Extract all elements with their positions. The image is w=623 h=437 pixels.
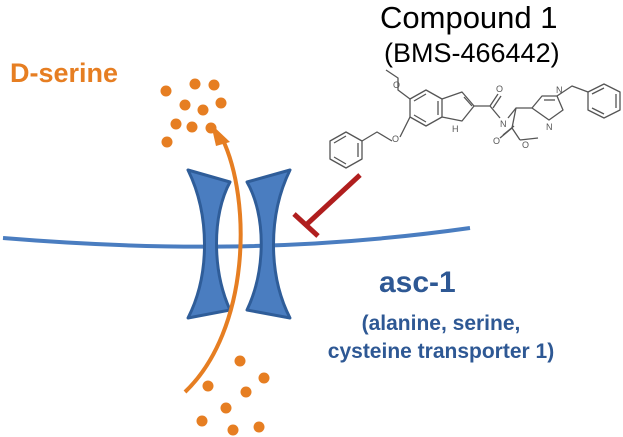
d-serine-dot xyxy=(220,402,232,414)
atom-nh-indole: H xyxy=(452,124,459,134)
transporter-right-half xyxy=(245,168,292,320)
cell-membrane xyxy=(2,226,471,249)
transport-arrow xyxy=(183,137,243,394)
d-serine-dot xyxy=(186,121,198,133)
d-serine-dot xyxy=(202,380,214,392)
d-serine-dot xyxy=(253,421,265,433)
benzyl-ring-right xyxy=(587,83,621,119)
atom-o-amide: O xyxy=(496,84,503,94)
d-serine-dot xyxy=(208,79,220,91)
indole-benzene-ring xyxy=(409,89,443,127)
d-serine-dot xyxy=(227,424,239,436)
atom-nh-amide: N xyxy=(500,119,507,129)
d-serine-dot xyxy=(179,99,191,111)
benzyl-ring-left xyxy=(329,131,363,169)
d-serine-molecules-extracellular xyxy=(160,78,227,148)
atom-n-imidazole-1: N xyxy=(546,122,553,132)
inhibition-marker xyxy=(292,173,362,238)
d-serine-dot xyxy=(205,122,217,134)
atom-o-ester: O xyxy=(522,140,529,150)
d-serine-dot xyxy=(234,355,246,367)
compound-title: Compound 1 xyxy=(380,0,558,35)
atom-o-ester-carbonyl: O xyxy=(493,136,500,146)
d-serine-dot xyxy=(215,97,227,109)
d-serine-dot xyxy=(258,372,270,384)
d-serine-dot xyxy=(160,85,172,97)
d-serine-label: D-serine xyxy=(10,58,119,88)
imidazole-ring xyxy=(531,95,564,121)
atom-o-methoxy: O xyxy=(393,80,400,90)
d-serine-dot xyxy=(161,136,173,148)
transporter-left-half xyxy=(186,168,232,320)
inhibition-bar xyxy=(292,212,320,238)
compound-structure xyxy=(329,69,621,169)
d-serine-dot xyxy=(196,415,208,427)
d-serine-molecules-intracellular xyxy=(196,355,270,436)
d-serine-dot xyxy=(189,78,201,90)
d-serine-dot xyxy=(170,118,182,130)
atom-n-imidazole-2: N xyxy=(556,85,563,95)
inhibition-line xyxy=(304,173,362,227)
compound-code: (BMS-466442) xyxy=(384,38,560,68)
d-serine-dot xyxy=(197,104,209,116)
transporter-name: asc-1 xyxy=(379,266,456,299)
transporter-full-name: (alanine, serine, cysteine transporter 1… xyxy=(327,312,555,363)
compound-atom-labels: O O H O N O O N N xyxy=(392,80,563,150)
indole-pyrrole-ring xyxy=(441,91,475,122)
atom-o-benzyloxy: O xyxy=(392,134,399,144)
d-serine-dot xyxy=(240,386,252,398)
